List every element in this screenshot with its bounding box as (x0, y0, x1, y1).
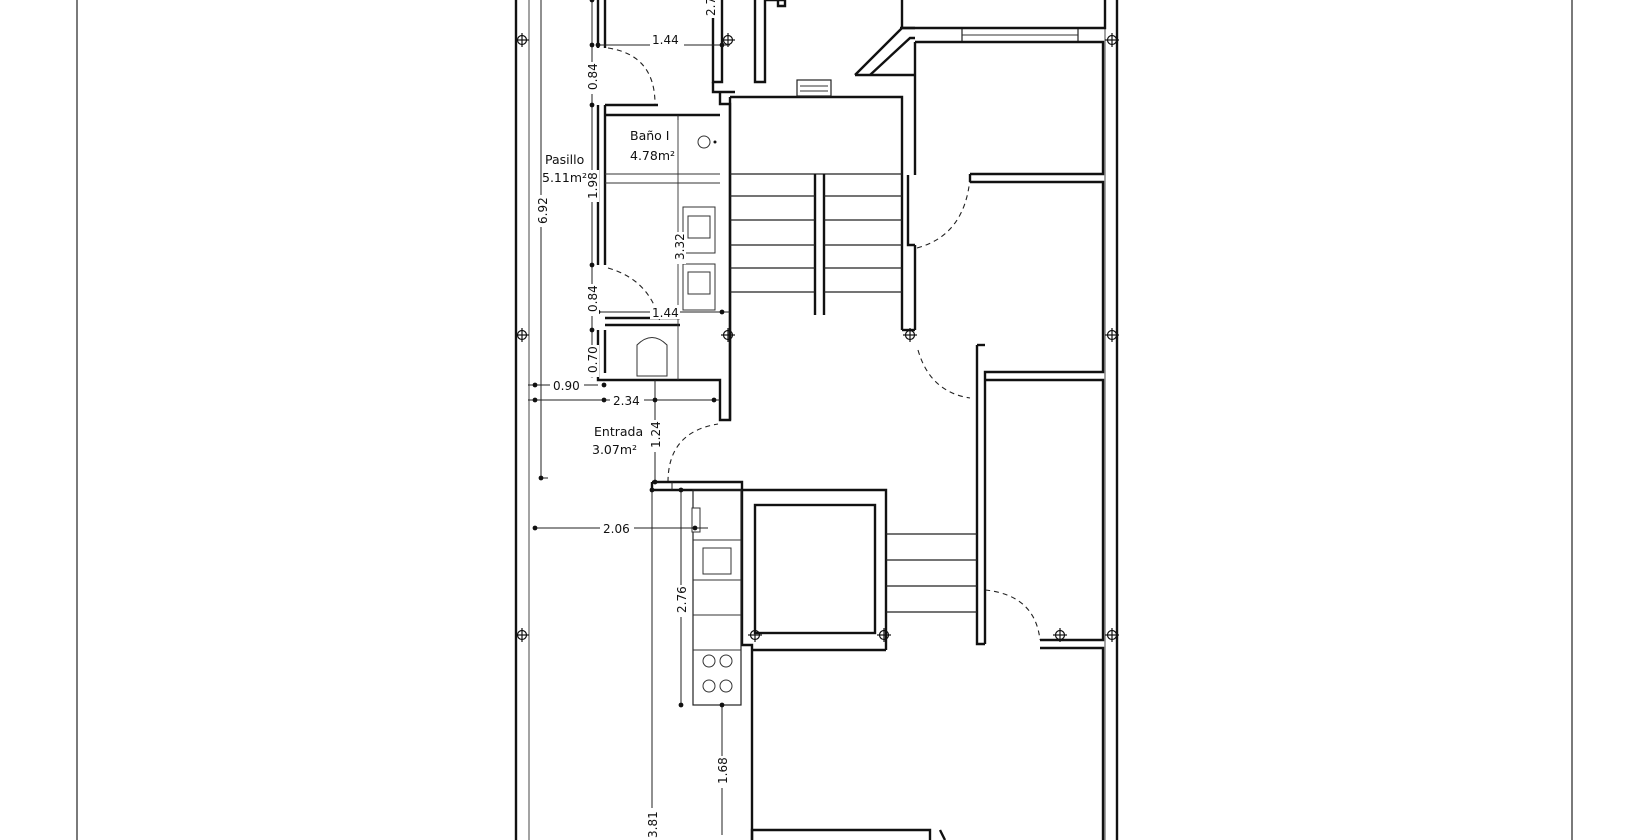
dimension-tick (532, 397, 538, 403)
dimension-tick (692, 525, 698, 531)
room-area-entrada: 3.07m² (592, 442, 637, 457)
crosshair-icon (515, 328, 529, 342)
dim-1-44-bottom: 1.44 (652, 306, 679, 320)
room-labels: Pasillo 5.11m² Baño I 4.78m² Entrada 3.0… (542, 128, 675, 457)
dimension-tick (719, 42, 725, 48)
dim-2-76: 2.76 (675, 586, 689, 613)
dimension-tick (601, 382, 607, 388)
crosshair-icon (515, 628, 529, 642)
room-area-pasillo: 5.11m² (542, 170, 587, 185)
dimension-tick (678, 702, 684, 708)
dim-1-68: 1.68 (716, 757, 730, 784)
crosshair-icon (877, 628, 891, 642)
crosshair-icon (721, 328, 735, 342)
dimension-tick (595, 42, 601, 48)
room-name-bano1: Baño I (630, 128, 669, 143)
crosshair-icon (1105, 328, 1119, 342)
dimension-tick (652, 397, 658, 403)
dimension-tick (589, 327, 595, 333)
crosshair-icon (515, 33, 529, 47)
lot-boundary (514, 0, 1119, 840)
dimension-tick (711, 397, 717, 403)
dim-0-90: 0.90 (553, 379, 580, 393)
crosshair-icon (1105, 628, 1119, 642)
dim-6-92: 6.92 (536, 197, 550, 224)
dimension-texts: 1.44 0.84 1.98 6.92 3.32 0.84 1.44 0.70 … (535, 0, 730, 840)
right-rooms (900, 0, 1107, 840)
dim-0-84-top: 0.84 (586, 63, 600, 90)
dimension-tick (649, 487, 655, 493)
crosshair-icon (721, 33, 735, 47)
dimension-tick (719, 309, 725, 315)
crosshair-icon (1105, 33, 1119, 47)
dimension-ticks (532, 0, 725, 708)
dimension-tick (719, 702, 725, 708)
dim-0-84-bottom: 0.84 (586, 285, 600, 312)
dimension-tick (589, 42, 595, 48)
dimension-tick (538, 475, 544, 481)
dim-2-34: 2.34 (613, 394, 640, 408)
bathroom-fixtures (636, 135, 717, 377)
dimension-lines (528, 0, 730, 840)
dimension-tick (678, 487, 684, 493)
door-swings (607, 47, 1041, 641)
dimension-tick (601, 397, 607, 403)
dimension-tick (589, 102, 595, 108)
kitchen (650, 480, 977, 840)
dimension-tick (652, 479, 658, 485)
room-area-bano1: 4.78m² (630, 148, 675, 163)
dimension-tick (589, 262, 595, 268)
dim-0-70: 0.70 (586, 346, 600, 373)
dimension-tick (532, 382, 538, 388)
dim-2-7: 2.7 (704, 0, 718, 16)
dimension-tick (532, 525, 538, 531)
room-name-entrada: Entrada (594, 424, 643, 439)
dim-1-24: 1.24 (649, 421, 663, 448)
room-name-pasillo: Pasillo (545, 152, 584, 167)
dimension-tick (589, 0, 595, 3)
dim-2-06: 2.06 (603, 522, 630, 536)
dim-3-81: 3.81 (646, 811, 660, 838)
dim-1-44-top: 1.44 (652, 33, 679, 47)
dim-1-98: 1.98 (586, 172, 600, 199)
dim-3-32: 3.32 (673, 233, 687, 260)
bathroom-walls (596, 0, 787, 422)
staircase (728, 26, 1079, 420)
